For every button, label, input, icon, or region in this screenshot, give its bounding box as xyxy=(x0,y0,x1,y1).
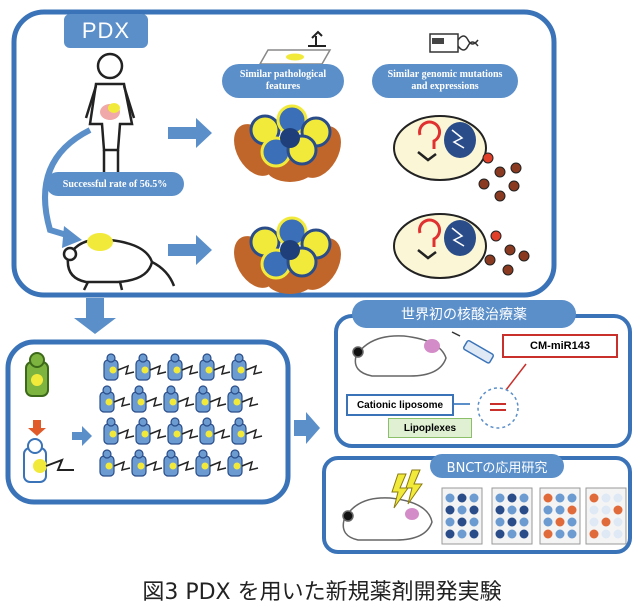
figure-caption: 図3 PDX を用いた新規薬剤開発実験 xyxy=(142,580,502,605)
flow-arrows-top xyxy=(168,118,212,265)
nucleic-mouse xyxy=(352,335,447,377)
slide-icon xyxy=(258,30,332,65)
bnct-title: BNCTの応用研究 xyxy=(430,454,564,478)
expanded-mouse xyxy=(135,417,167,445)
transplant-arrowhead xyxy=(62,226,82,248)
lipoplex-label: Lipoplexes xyxy=(388,418,472,438)
bnct-plate xyxy=(539,487,581,545)
implanted-tumor xyxy=(87,233,113,251)
expanded-mouse xyxy=(227,385,259,413)
syringe-icon xyxy=(451,331,494,364)
genomic-cell-patient xyxy=(393,115,487,181)
expanded-mouse xyxy=(199,353,231,381)
expanded-mouse xyxy=(131,449,163,477)
genomic-label: Similar genomic mutations and expression… xyxy=(372,64,518,98)
to-drug-arrow xyxy=(294,412,320,444)
tumor-tissue-patient xyxy=(234,104,341,182)
neutron-beam-icon xyxy=(391,469,423,509)
expanded-mouse xyxy=(163,449,195,477)
bnct-plate xyxy=(491,487,533,545)
secreted-molecules xyxy=(478,152,530,276)
nucleic-drug-title: 世界初の核酸治療薬 xyxy=(352,300,576,328)
bnct-plate xyxy=(585,487,627,545)
expanded-mouse xyxy=(135,353,167,381)
mirna-label: CM-miR143 xyxy=(502,334,618,358)
expanded-mouse xyxy=(227,449,259,477)
expanded-mouse-grid xyxy=(99,353,263,477)
expanded-mouse xyxy=(231,353,263,381)
down-arrow xyxy=(74,298,116,334)
sequencer-icon xyxy=(429,33,479,53)
mirna-pointer xyxy=(505,363,527,391)
bnct-mouse xyxy=(342,497,433,541)
liposome-label: Cationic liposome xyxy=(346,394,454,416)
expanded-mouse xyxy=(103,353,135,381)
expansion-arrow xyxy=(72,426,92,446)
bnct-plate xyxy=(441,487,483,545)
pdx-tab: PDX xyxy=(64,14,148,48)
expanded-mouse xyxy=(231,417,263,445)
transplant-arrow xyxy=(42,127,92,239)
tumor-tissue-mouse xyxy=(234,216,341,294)
expanded-mouse xyxy=(163,385,195,413)
expanded-mouse xyxy=(167,417,199,445)
patient-figure xyxy=(84,52,136,172)
lipoplex-particle xyxy=(477,387,519,429)
success-rate-label: Successful rate of 56.5% xyxy=(46,172,184,196)
expanded-mouse xyxy=(167,353,199,381)
expanded-mouse xyxy=(103,417,135,445)
expanded-mouse xyxy=(99,449,131,477)
expansion-source xyxy=(23,352,74,483)
expanded-mouse xyxy=(195,385,227,413)
pdx-mouse xyxy=(62,238,176,291)
pathology-label: Similar pathological features xyxy=(222,64,344,98)
expanded-mouse xyxy=(195,449,227,477)
genomic-cell-mouse xyxy=(393,213,487,279)
expanded-mouse xyxy=(199,417,231,445)
bnct-cell-plates xyxy=(441,487,627,545)
expanded-mouse xyxy=(99,385,131,413)
expanded-mouse xyxy=(131,385,163,413)
